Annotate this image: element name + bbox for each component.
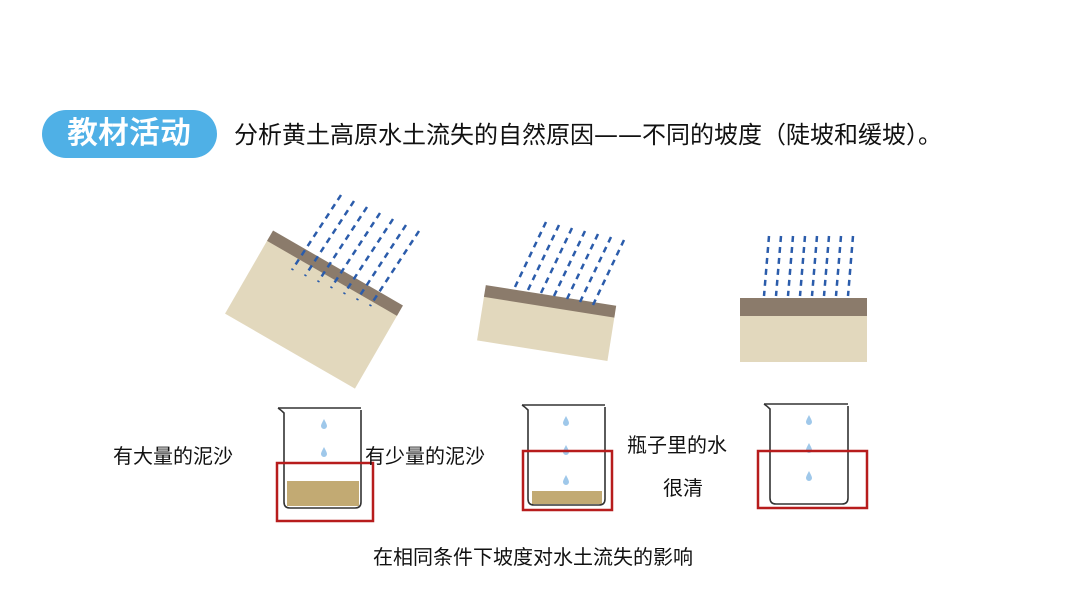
flat-slope-model xyxy=(740,298,867,362)
steep-slope-model xyxy=(225,230,403,389)
sediment-large xyxy=(287,481,359,506)
rain-lines-gentle xyxy=(513,221,626,306)
soil-block xyxy=(225,237,399,389)
result-label-flat-line1: 瓶子里的水 xyxy=(627,433,727,457)
highlight-box xyxy=(756,449,869,510)
figure-caption: 在相同条件下坡度对水土流失的影响 xyxy=(373,545,693,569)
highlight-box xyxy=(275,461,375,523)
rain-lines-steep xyxy=(290,194,421,307)
result-label-flat-line2: 很清 xyxy=(663,476,703,500)
topsoil-layer xyxy=(267,230,403,316)
topsoil-layer xyxy=(740,298,867,316)
activity-badge: 教材活动 xyxy=(42,110,217,158)
topsoil-layer xyxy=(483,285,617,318)
beaker-flat xyxy=(763,403,849,505)
soil-block xyxy=(740,316,867,362)
sediment-small xyxy=(532,491,602,504)
rain-lines-flat xyxy=(762,235,855,297)
beaker-steep xyxy=(277,407,362,509)
gentle-slope-model xyxy=(477,285,617,362)
beaker-gentle xyxy=(521,404,606,506)
result-label-steep: 有大量的泥沙 xyxy=(113,444,233,468)
result-label-gentle: 有少量的泥沙 xyxy=(365,444,485,468)
highlight-box xyxy=(521,449,614,512)
activity-title: 分析黄土高原水土流失的自然原因——不同的坡度（陡坡和缓坡）。 xyxy=(234,121,942,149)
